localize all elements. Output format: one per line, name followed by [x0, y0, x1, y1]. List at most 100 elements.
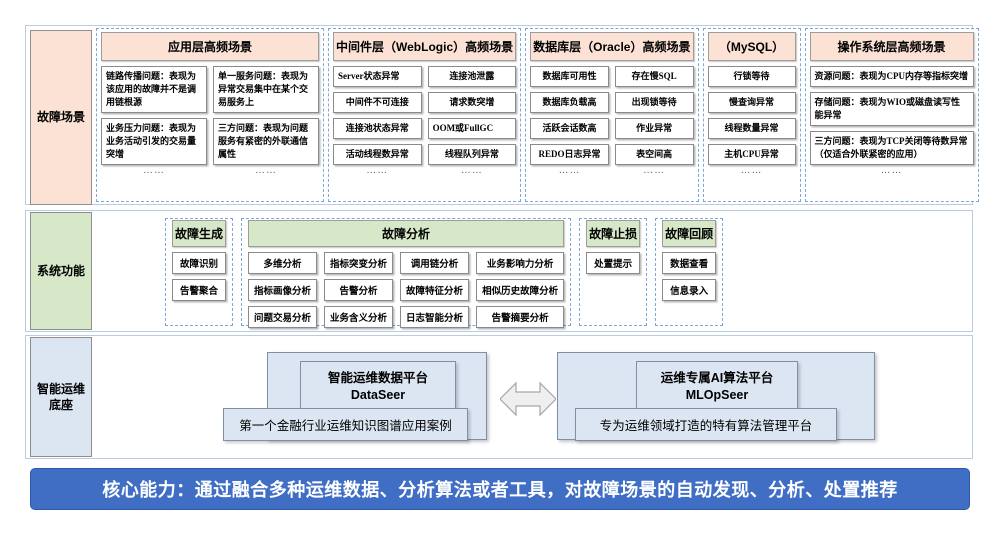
rail-label-functions: 系统功能 — [30, 212, 92, 330]
function-item[interactable]: 告警分析 — [324, 279, 394, 301]
core-capability-text: 核心能力：通过融合多种运维数据、分析算法或者工具，对故障场景的自动发现、分析、处… — [102, 480, 898, 500]
scenario-item[interactable]: 请求数突增 — [427, 92, 517, 114]
function-item[interactable]: 告警摘要分析 — [476, 306, 565, 328]
function-group-review: 故障回顾数据查看信息录入 — [655, 218, 724, 326]
ellipsis: …… — [255, 165, 277, 177]
function-item[interactable]: 业务含义分析 — [324, 306, 394, 328]
scenario-chip-grid: 行锁等待慢查询异常线程数量异常主机CPU异常 — [707, 66, 796, 166]
function-item[interactable]: 信息录入 — [662, 279, 717, 301]
scenario-item[interactable]: 线程队列异常 — [427, 144, 517, 166]
function-chip-column: 调用链分析故障特征分析日志智能分析 — [400, 252, 470, 328]
function-item[interactable]: 数据查看 — [662, 252, 717, 274]
ellipsis: …… — [558, 165, 581, 177]
rail-base-text: 智能运维底座 — [36, 381, 85, 412]
platform-mlopseer-subtitle: 专为运维领域打造的特有算法管理平台 — [575, 408, 837, 441]
scenario-item[interactable]: 连接池状态异常 — [333, 118, 422, 140]
scenario-ellipsis-row: …… …… — [530, 165, 693, 176]
function-item[interactable]: 业务影响力分析 — [476, 252, 565, 274]
scenario-ellipsis-row: …… — [810, 165, 974, 176]
scenario-item[interactable]: 三方问题：表现为问题服务有紧密的外联通信属性 — [213, 118, 319, 166]
function-item[interactable]: 故障识别 — [172, 252, 227, 274]
scenario-column-database: 数据库层（Oracle）高频场景数据库可用性数据库负载高活跃会话数高 REDO日志… — [525, 28, 699, 202]
function-group-header-analysis: 故障分析 — [248, 220, 565, 247]
ellipsis: …… — [460, 165, 483, 177]
scenario-item[interactable]: 出现锁等待 — [614, 92, 694, 114]
function-chip-column: 指标突变分析告警分析业务含义分析 — [324, 252, 394, 328]
function-chip-grid: 数据查看信息录入 — [662, 252, 717, 301]
scenario-chip-column: 资源问题：表现为CPU内存等指标突增存储问题：表现为WIO或磁盘读写性能异常三方… — [809, 66, 974, 166]
function-group-generation: 故障生成故障识别告警聚合 — [165, 218, 234, 326]
scenario-item[interactable]: Server状态异常 — [333, 66, 422, 88]
scenario-item[interactable]: 主机CPU异常 — [707, 144, 796, 166]
function-item[interactable]: 故障特征分析 — [400, 279, 470, 301]
function-group-analysis: 故障分析多维分析指标画像分析问题交易分析指标突变分析告警分析业务含义分析调用链分… — [241, 218, 572, 328]
scenario-item[interactable]: 线程数量异常 — [707, 118, 796, 140]
scenario-chip-grid: 链路传播问题：表现为该应用的故障并不是调用链根源业务压力问题：表现为业务活动引发… — [101, 66, 319, 166]
scenario-header-database: 数据库层（Oracle）高频场景 — [530, 32, 694, 61]
core-capability-banner: 核心能力：通过融合多种运维数据、分析算法或者工具，对故障场景的自动发现、分析、处… — [30, 468, 970, 510]
scenario-ellipsis-row: …… …… — [101, 165, 319, 176]
scenario-chip-column: 数据库可用性数据库负载高活跃会话数高 REDO日志异常 — [530, 66, 609, 166]
function-chip-column: 故障识别告警聚合 — [172, 252, 227, 301]
function-group-header-stoploss: 故障止损 — [586, 220, 641, 247]
scenario-item[interactable]: 行锁等待 — [707, 66, 796, 88]
ellipsis: …… — [740, 165, 763, 177]
scenario-item[interactable]: 数据库可用性 — [530, 66, 609, 88]
function-chip-grid: 故障识别告警聚合 — [172, 252, 227, 301]
scenario-chip-grid: Server状态异常中间件不可连接连接池状态异常活动线程数异常 连接池泄露请求数突… — [333, 66, 517, 166]
function-item[interactable]: 调用链分析 — [400, 252, 470, 274]
scenario-header-mysql: （MySQL） — [707, 32, 796, 61]
scenario-item[interactable]: 活跃会话数高 — [530, 118, 609, 140]
scenario-item[interactable]: 表空间高 — [614, 144, 694, 166]
scenario-item[interactable]: OOM或FullGC — [427, 118, 517, 140]
function-group-header-review: 故障回顾 — [662, 220, 717, 247]
function-item[interactable]: 告警聚合 — [172, 279, 227, 301]
scenario-item[interactable]: 慢查询异常 — [707, 92, 796, 114]
scenario-item[interactable]: REDO日志异常 — [530, 144, 609, 166]
scenario-item[interactable]: 数据库负载高 — [530, 92, 609, 114]
ellipsis: …… — [643, 165, 666, 177]
scenario-item[interactable]: 作业异常 — [614, 118, 694, 140]
function-item[interactable]: 多维分析 — [248, 252, 318, 274]
scenario-column-mysql: （MySQL） 行锁等待慢查询异常线程数量异常主机CPU异常…… — [702, 28, 801, 202]
scenario-item[interactable]: 单一服务问题：表现为异常交易集中在某个交易服务上 — [213, 66, 319, 114]
scenario-item[interactable]: 业务压力问题：表现为业务活动引发的交易量突增 — [101, 118, 207, 166]
scenario-item[interactable]: 存储问题：表现为WIO或磁盘读写性能异常 — [809, 92, 974, 127]
ellipsis: …… — [143, 165, 165, 177]
function-group-stoploss: 故障止损处置提示 — [579, 218, 648, 326]
function-chip-column: 业务影响力分析相似历史故障分析告警摘要分析 — [476, 252, 565, 328]
scenario-chip-column: 链路传播问题：表现为该应用的故障并不是调用链根源业务压力问题：表现为业务活动引发… — [101, 66, 207, 166]
function-groups: 故障生成故障识别告警聚合故障分析多维分析指标画像分析问题交易分析指标突变分析告警… — [165, 218, 724, 328]
function-item[interactable]: 指标画像分析 — [248, 279, 318, 301]
function-item[interactable]: 指标突变分析 — [324, 252, 394, 274]
scenario-header-middleware: 中间件层（WebLogic）高频场景 — [333, 32, 517, 61]
rail-functions-text: 系统功能 — [36, 263, 85, 278]
scenario-column-middleware: 中间件层（WebLogic）高频场景 Server状态异常中间件不可连接连接池状态… — [328, 28, 522, 202]
function-chip-grid: 处置提示 — [586, 252, 641, 274]
scenario-ellipsis-row: …… …… — [333, 165, 516, 176]
ellipsis: …… — [366, 165, 389, 177]
scenario-header-app: 应用层高频场景 — [101, 32, 319, 61]
scenario-item[interactable]: 活动线程数异常 — [333, 144, 422, 166]
scenario-item[interactable]: 资源问题：表现为CPU内存等指标突增 — [809, 66, 974, 88]
function-chip-grid: 多维分析指标画像分析问题交易分析指标突变分析告警分析业务含义分析调用链分析故障特… — [248, 252, 565, 328]
scenario-chip-column: 存在慢SQL 出现锁等待作业异常表空间高 — [614, 66, 694, 166]
scenario-item[interactable]: 三方问题：表现为TCP关闭等待数异常（仅适合外联紧密的应用） — [809, 131, 974, 166]
scenario-item[interactable]: 存在慢SQL — [614, 66, 694, 88]
scenario-chip-grid: 资源问题：表现为CPU内存等指标突增存储问题：表现为WIO或磁盘读写性能异常三方… — [809, 66, 974, 166]
function-chip-column: 多维分析指标画像分析问题交易分析 — [248, 252, 318, 328]
rail-scenarios-text: 故障场景 — [36, 110, 85, 125]
function-chip-column: 处置提示 — [586, 252, 641, 274]
scenario-item[interactable]: 链路传播问题：表现为该应用的故障并不是调用链根源 — [101, 66, 207, 114]
function-item[interactable]: 日志智能分析 — [400, 306, 470, 328]
ellipsis: …… — [880, 165, 903, 177]
scenario-item[interactable]: 连接池泄露 — [427, 66, 517, 88]
function-item[interactable]: 处置提示 — [586, 252, 641, 274]
function-group-header-generation: 故障生成 — [172, 220, 227, 247]
function-item[interactable]: 问题交易分析 — [248, 306, 318, 328]
function-item[interactable]: 相似历史故障分析 — [476, 279, 565, 301]
scenario-item[interactable]: 中间件不可连接 — [333, 92, 422, 114]
